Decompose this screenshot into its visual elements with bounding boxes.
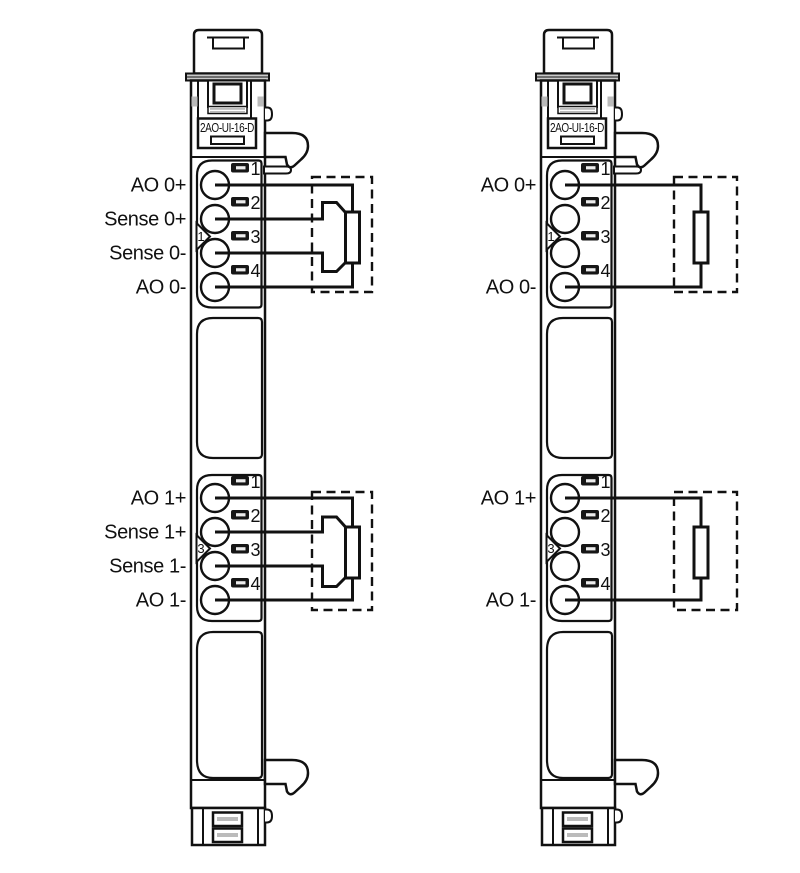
wire-sense0-plus [215, 201, 347, 221]
load-dashed-box-ch0 [672, 175, 739, 294]
terminal-number: 3 [250, 227, 260, 247]
load-dashed-box-ch1 [310, 490, 374, 612]
terminal-number: 1 [600, 159, 610, 179]
wire-ao0-plus [215, 183, 354, 213]
load-dashed-box-ch1 [672, 490, 739, 612]
terminal-number: 1 [250, 472, 260, 492]
terminal-number: 1 [600, 472, 610, 492]
terminal-number: 2 [600, 193, 610, 213]
terminal-label: Sense 0- [109, 243, 186, 265]
channel-marker: 1 [197, 229, 204, 244]
terminal-number: 1 [250, 159, 260, 179]
terminal-number: 4 [250, 574, 260, 594]
terminal-label: Sense 1- [109, 556, 186, 578]
terminal-number: 4 [600, 574, 610, 594]
terminal-number: 2 [250, 506, 260, 526]
load-resistor-ch1 [344, 525, 361, 580]
wire-ao0-minus [215, 262, 354, 289]
terminal-label: AO 1- [486, 590, 536, 612]
wire-sense1-minus [215, 564, 347, 588]
module-right-2-wire: 2AO-UI-16-D 1 3 AO 0+ AO 0- AO 1+ AO 1- … [481, 30, 739, 845]
module-housing [536, 30, 658, 845]
channel-marker: 1 [547, 229, 554, 244]
terminal-label: AO 0- [486, 277, 536, 299]
terminal-label: AO 0+ [131, 175, 186, 197]
terminal-label: AO 0+ [481, 175, 536, 197]
terminal-number: 4 [250, 261, 260, 281]
wire-ao1-plus [565, 496, 703, 528]
terminal-number: 2 [600, 506, 610, 526]
terminal-label: AO 1+ [481, 488, 536, 510]
wire-ao0-plus [565, 183, 703, 213]
load-dashed-box-ch0 [310, 175, 374, 294]
terminal-label: AO 1+ [131, 488, 186, 510]
terminal-label: AO 0- [136, 277, 186, 299]
wire-ao1-minus [565, 577, 703, 602]
wire-ao0-minus [565, 262, 703, 289]
terminal-label: Sense 1+ [104, 522, 186, 544]
terminal-number: 3 [250, 540, 260, 560]
terminal-label: AO 1- [136, 590, 186, 612]
terminal-number: 3 [600, 540, 610, 560]
wire-ao1-plus [215, 496, 354, 528]
load-resistor-ch0 [344, 210, 361, 265]
module-label: 2AO-UI-16-D [200, 120, 254, 135]
wire-sense1-plus [215, 515, 347, 534]
channel-marker: 3 [547, 541, 554, 556]
terminal-number: 4 [600, 261, 610, 281]
load-resistor-ch1 [692, 525, 710, 580]
terminal-label: Sense 0+ [104, 209, 186, 231]
load-resistor-ch0 [692, 210, 710, 265]
module-label: 2AO-UI-16-D [550, 120, 604, 135]
module-left-4-wire: 2AO-UI-16-D 1 3 AO 0+ Sense 0+ Sense 0- … [104, 30, 374, 845]
channel-marker: 3 [197, 541, 204, 556]
terminal-number: 2 [250, 193, 260, 213]
wire-sense0-minus [215, 251, 347, 273]
terminal-number: 3 [600, 227, 610, 247]
wire-ao1-minus [215, 577, 354, 602]
module-housing [186, 30, 308, 845]
